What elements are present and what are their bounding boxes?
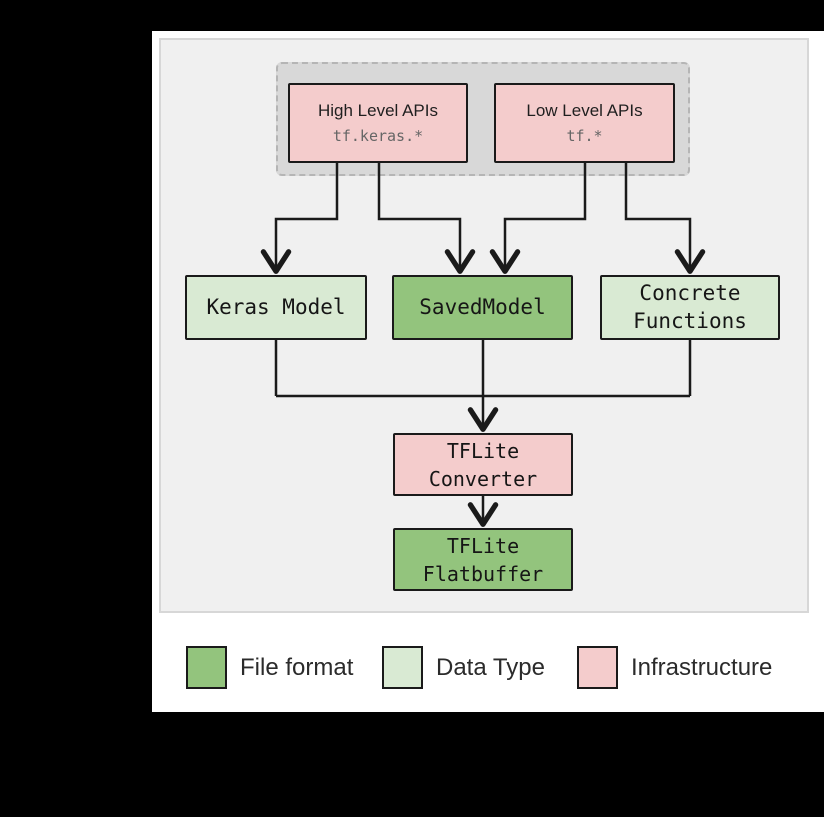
legend-item-infrastructure: Infrastructure xyxy=(577,646,772,689)
node-tflite-flatbuffer: TFLite Flatbuffer xyxy=(393,528,573,591)
node-high-level-apis: High Level APIs tf.keras.* xyxy=(288,83,468,163)
high-level-apis-subtitle: tf.keras.* xyxy=(332,127,424,146)
concrete-functions-line1: Concrete xyxy=(639,280,741,305)
infrastructure-label: Infrastructure xyxy=(631,653,773,681)
file-format-swatch xyxy=(186,646,227,689)
file-format-label: File format xyxy=(240,653,354,681)
keras-model-label: Keras Model xyxy=(206,294,346,319)
tflite-converter-line2: Converter xyxy=(428,466,538,491)
diagram-page: High Level APIs tf.keras.* Low Level API… xyxy=(152,31,824,712)
node-saved-model: SavedModel xyxy=(392,275,573,340)
low-level-apis-subtitle: tf.* xyxy=(566,127,603,146)
legend: File format Data Type Infrastructure xyxy=(152,646,824,689)
concrete-functions-line2: Functions xyxy=(633,308,747,333)
tflite-flatbuffer-line2: Flatbuffer xyxy=(422,561,544,586)
node-low-level-apis: Low Level APIs tf.* xyxy=(494,83,675,163)
high-level-apis-title: High Level APIs xyxy=(317,100,438,120)
saved-model-label: SavedModel xyxy=(419,294,546,319)
legend-item-file-format: File format xyxy=(186,646,353,689)
data-type-swatch xyxy=(382,646,423,689)
data-type-label: Data Type xyxy=(436,653,545,681)
legend-item-data-type: Data Type xyxy=(382,646,545,689)
tflite-converter-line1: TFLite xyxy=(446,438,520,463)
node-keras-model: Keras Model xyxy=(185,275,367,340)
infrastructure-swatch xyxy=(577,646,618,689)
tflite-flatbuffer-line1: TFLite xyxy=(446,533,520,558)
low-level-apis-title: Low Level APIs xyxy=(526,100,643,120)
node-concrete-functions: Concrete Functions xyxy=(600,275,780,340)
node-tflite-converter: TFLite Converter xyxy=(393,433,573,496)
